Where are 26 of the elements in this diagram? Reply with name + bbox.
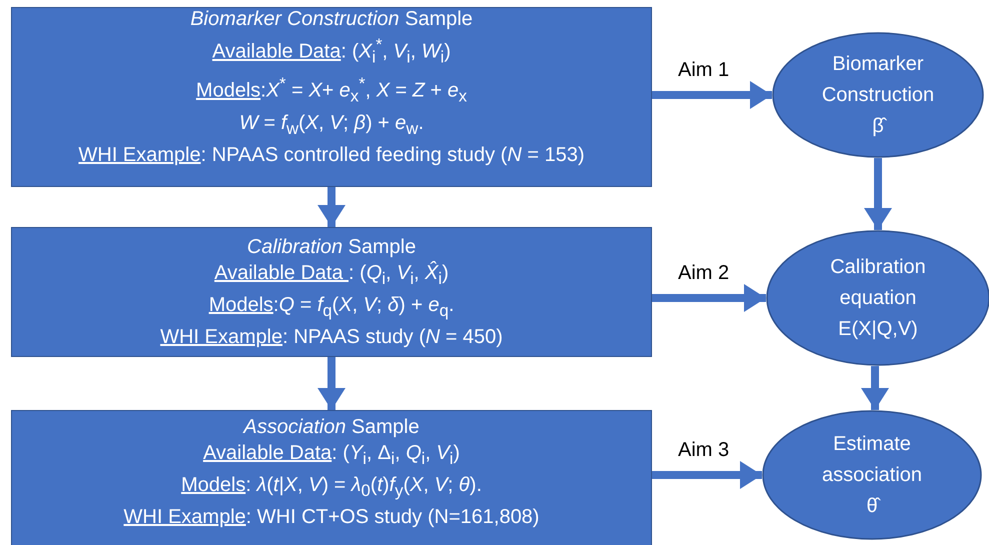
arrow (864, 158, 892, 230)
arrow (652, 81, 772, 109)
node-text: Models:X$^{*}$ = X+ e$_{x}$$^{*}$, X = Z + e$_{x}$ (196, 73, 467, 108)
node-text: Available Data: (Y$_{i}$, Δ$_{i}$, Q$_{i}$, V$_{i}$) (203, 441, 460, 470)
node-text: WHI Example: NPAAS study (N = 450) (160, 325, 503, 350)
ellipse-node (762, 410, 982, 540)
process-box (11, 410, 652, 545)
node-heading: Calibration equation E(X|Q,V) (829, 254, 927, 342)
node-heading: Calibration Sample (247, 235, 416, 260)
ellipse-node (772, 32, 984, 158)
arrow (652, 284, 766, 312)
process-box (11, 7, 652, 187)
arrow (652, 461, 762, 489)
node-text: Models:Q = f$_{q}$(X, V; δ) + e$_{q}$. (208, 293, 454, 322)
node-heading: Association Sample (244, 415, 420, 440)
node-text: W = f$_{w}$(X, V; β) + e$_{w}$. (239, 110, 424, 140)
node-text: Available Data : (Q$_{i}$, V$_{i}$, X̂$_{i}$) (214, 260, 449, 290)
process-box (11, 227, 652, 357)
arrow (318, 187, 346, 227)
arrow (861, 366, 889, 410)
arrow (318, 357, 346, 410)
node-text: Available Data: (X$_{i}$$^{*}$, V$_{i}$, W$_{i}$) (212, 34, 451, 69)
node-text: WHI Example: NPAAS controlled feeding study (N = 153) (78, 142, 584, 168)
node-text: WHI Example: WHI CT+OS study (N=161,808) (124, 505, 540, 530)
node-heading: Biomarker Construction Sample (190, 7, 473, 32)
node-text: Models: λ(t|X, V) = λ$_{0}$(t)f$_{y}$(X, V; θ). (181, 473, 482, 502)
